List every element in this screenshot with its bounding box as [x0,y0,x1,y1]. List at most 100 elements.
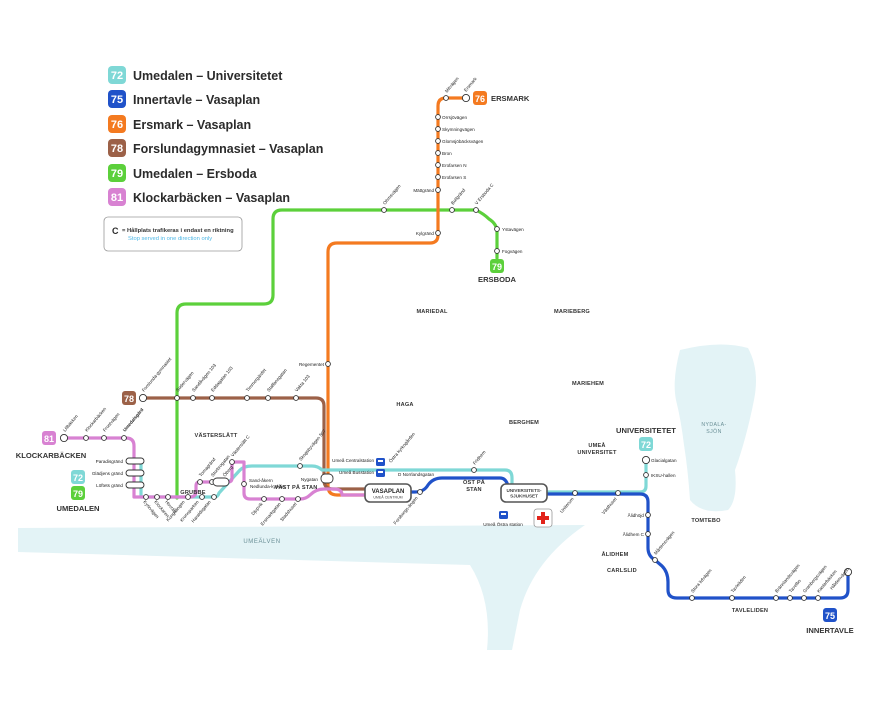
stop-regement[interactable] [325,361,331,367]
stop-hovratt[interactable] [165,494,171,500]
legend-note-symbol: C [112,226,119,236]
area-vasterslatt: VÄSTERSLÄTT [195,432,238,439]
stop-innertavle[interactable] [843,567,853,577]
stop-kronoparken[interactable] [199,494,205,500]
stop-brannland[interactable] [773,595,779,601]
terminal-umedalen: UMEDALEN [56,504,99,513]
stop-alidh-c[interactable] [645,531,651,537]
stop-forslunda[interactable] [138,393,148,403]
stop-skymning[interactable] [435,126,441,132]
stop-kylgrand[interactable] [435,230,441,236]
label-mattgrand: Mättgränd [413,188,434,193]
terminal-universitetet: UNIVERSITETET [616,426,676,435]
stop-bollgrand[interactable] [449,207,455,213]
stop-erofors-s[interactable] [435,174,441,180]
stop-tavleliden[interactable] [729,595,735,601]
terminal-badge-76 [473,91,487,105]
stop-tomagrand[interactable] [197,479,203,485]
stop-klockaren[interactable] [154,494,160,500]
stop-kungsanga[interactable] [185,494,191,500]
stop-fogvagen[interactable] [494,248,500,254]
area-alidhem: ÅLIDHEM [602,551,629,558]
stop-staffans[interactable] [265,395,271,401]
stop-fridhem[interactable] [471,467,477,473]
stop-granbergs[interactable] [801,595,807,601]
stop-grubbe-pill[interactable] [212,477,230,487]
stop-djupvik[interactable] [261,496,267,502]
stop-gloms[interactable] [435,138,441,144]
stop-timmer[interactable] [244,395,250,401]
legend-badge-75-num: 75 [111,94,123,106]
stop-ersmarkgatan[interactable] [279,496,285,502]
stop-nygatan[interactable] [320,473,334,484]
stop-umedalsgard[interactable] [121,435,127,441]
stop-sodervagen[interactable] [174,395,180,401]
label-nedlunda: Nedlunda-kyrkan [250,484,285,489]
stop-tavelbo[interactable] [787,595,793,601]
route-75-line [378,476,850,600]
terminal-badge-78-num: 78 [124,394,134,404]
stop-bron[interactable] [435,150,441,156]
label-tavelbo: Tavelbo [788,578,802,594]
label-stadshuset: Stadshuset [279,501,298,522]
stop-martens[interactable] [652,557,658,563]
stop-gladjens[interactable] [125,469,145,477]
stop-ystavagen[interactable] [494,226,500,232]
terminal-badge-81 [42,431,56,445]
stop-frostvagen[interactable] [101,435,107,441]
stop-erofors-n[interactable] [435,162,441,168]
lake-nydalasjon [674,344,756,512]
stop-mattgrand[interactable] [435,187,441,193]
stop-skogsby[interactable] [297,463,303,469]
stop-eddagatan[interactable] [209,395,215,401]
stop-klockarb[interactable] [83,435,89,441]
stop-stora-lid[interactable] [689,595,695,601]
area-grubbe: GRUBBE [180,490,206,496]
area-carlslid: CARLSLID [607,568,637,574]
stop-vasterslatt-c[interactable] [229,459,235,465]
route-76-line [326,96,468,497]
stop-mitvagen[interactable] [443,95,449,101]
area-mariehem: MARIEHEM [572,381,604,387]
stop-kyrkvagen[interactable] [143,494,149,500]
stop-forsborgs[interactable] [417,489,423,495]
stop-kastar[interactable] [815,595,821,601]
stop-paradis[interactable] [125,457,145,465]
stop-uniterum[interactable] [572,490,578,496]
stop-haraldsg[interactable] [211,494,217,500]
stop-vasthuset[interactable] [615,490,621,496]
label-kylgrand: Kylgränd [416,231,435,236]
legend-label-78: Forslundagymnasiet – Vasaplan [133,142,323,156]
label-uniterum: Uniterum [559,496,575,514]
stop-sandakern[interactable] [241,481,247,487]
stop-vakt[interactable] [293,395,299,401]
stop-iksu[interactable] [643,472,649,478]
stop-vatrimbla[interactable] [473,207,479,213]
stop-loftets[interactable] [125,481,145,489]
stop-lillbacken[interactable] [59,433,69,443]
stop-ersmark[interactable] [461,93,471,103]
terminal-ersboda: ERSBODA [478,275,516,284]
legend-badge-79-num: 79 [111,168,123,180]
stop-stadshuset[interactable] [295,496,301,502]
hub-vasaplan-sub: UMEÅ CENTRUM [373,495,402,500]
label-ersmark-s: Ersmark [463,76,478,93]
legend-badge-75 [108,90,126,108]
legend-badge-76 [108,115,126,133]
stop-sandavagen[interactable] [190,395,196,401]
label-d-norrland: D Norrlandsgatan [398,472,434,477]
label-forslunda: Forslunda-gymnasiet [141,356,173,393]
hub-vasaplan[interactable]: VASAPLAN UMEÅ CENTRUM [364,483,412,503]
hub-sjukhuset[interactable]: UNIVERSITETS- SJUKHUSET [500,483,548,503]
stop-orrsjo[interactable] [435,114,441,120]
label-umedalsgard: Umedalsgärd [122,407,145,433]
area-vast-pa-stan: VÄST PÅ STAN [274,484,317,491]
stop-labels: Orrsjövägen Skymningvägen Glomsjöbäcksvä… [92,115,677,537]
label-frostvagen: Frostvägen [102,411,121,432]
stop-ohmsvagen[interactable] [381,207,387,213]
stop-alidhoj[interactable] [645,512,651,518]
stop-glacial[interactable] [641,455,651,465]
label-alidh-c: Ålidhem C [623,531,645,537]
train-icon-ostra [499,511,508,519]
label-ostra-kyrk: Östra kyrkogården [387,430,416,463]
